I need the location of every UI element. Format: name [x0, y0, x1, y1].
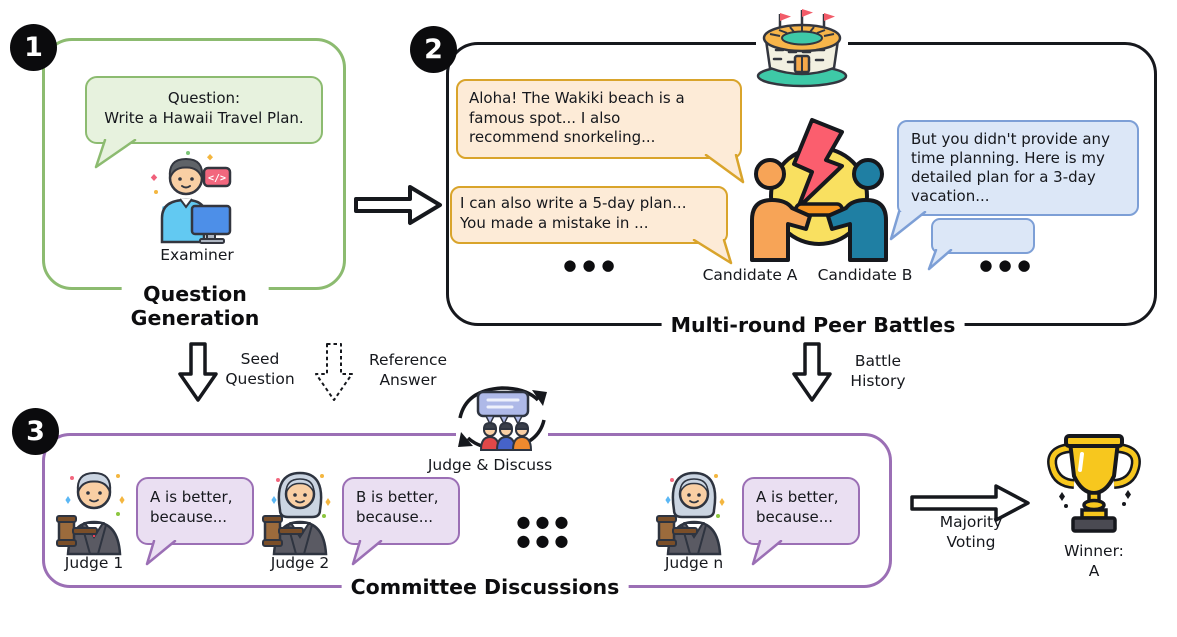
examiner-label: Examiner [160, 246, 234, 264]
judge-1-bubble-text: A is better, because... [150, 488, 233, 526]
battle-history-label: Battle History [850, 352, 906, 391]
examiner-icon: </> [150, 151, 232, 244]
candidate-b-empty-bubble [927, 218, 1035, 271]
stage3-badge: 3 [12, 408, 59, 455]
judge-1-icon [56, 471, 125, 556]
seed-question-arrow [178, 342, 218, 402]
judge-n-label: Judge n [664, 554, 724, 572]
judge-2-bubble-text: B is better, because... [356, 488, 439, 526]
majority-voting-arrow [910, 484, 1030, 522]
bubble-tail [704, 154, 745, 184]
stage2-title: Multi-round Peer Battles [661, 312, 965, 339]
battle-ellipsis-left: ●●● [563, 256, 621, 274]
svg-text:</>: </> [208, 173, 226, 184]
reference-answer-arrow [315, 343, 353, 401]
judge-discuss-label: Judge & Discuss [427, 456, 553, 474]
judge-2-icon [262, 471, 331, 556]
judge-discuss-icon [456, 386, 548, 451]
candidate-a-bubble-1-text: Aloha! The Wakiki beach is a famous spot… [469, 89, 685, 146]
examiner-question-bubble: Question: Write a Hawaii Travel Plan. [85, 76, 323, 169]
battle-ellipsis-right: ●●● [979, 256, 1037, 274]
judge-2-bubble: B is better, because... [342, 477, 460, 566]
judge-n-icon [656, 471, 725, 556]
judge-2-label: Judge 2 [270, 554, 330, 572]
candidate-b-bubble: But you didn't provide any time planning… [889, 120, 1139, 241]
bubble-tail [751, 540, 783, 566]
reference-answer-label: Reference Answer [368, 351, 448, 390]
majority-voting-label: Majority Voting [939, 513, 1003, 552]
judges-ellipsis: ●●● ●●● [516, 512, 574, 550]
stage3-title: Committee Discussions [341, 574, 629, 601]
judge-1-label: Judge 1 [64, 554, 124, 572]
bubble-tail [351, 540, 383, 566]
candidate-a-bubble-2-text: I can also write a 5-day plan... You mad… [460, 194, 687, 232]
battle-icon [750, 118, 888, 262]
bubble-tail [692, 239, 733, 265]
candidate-a-label: Candidate A [702, 266, 798, 284]
candidate-a-bubble-2: I can also write a 5-day plan... You mad… [450, 186, 733, 265]
battle-history-arrow [792, 342, 832, 402]
winner-label: Winner: A [1064, 542, 1124, 581]
seed-question-label: Seed Question [225, 350, 295, 389]
stage1-title: Question Generation [121, 281, 269, 332]
stadium-icon [756, 9, 848, 88]
judge-n-bubble: A is better, because... [742, 477, 860, 566]
stage2-badge: 2 [410, 26, 457, 73]
judge-n-bubble-text: A is better, because... [756, 488, 839, 526]
candidate-a-bubble-1: Aloha! The Wakiki beach is a famous spot… [456, 79, 745, 184]
stage1-badge: 1 [10, 24, 57, 71]
trophy-icon [1047, 434, 1141, 533]
examiner-question-text: Question: Write a Hawaii Travel Plan. [104, 89, 304, 127]
judge-1-bubble: A is better, because... [136, 477, 254, 566]
candidate-b-bubble-text: But you didn't provide any time planning… [911, 130, 1110, 205]
bubble-tail [94, 139, 137, 169]
bubble-tail [927, 249, 953, 271]
candidate-b-label: Candidate B [817, 266, 913, 284]
bubble-tail [889, 211, 927, 241]
arrow-stage1-to-stage2 [354, 185, 442, 225]
bubble-tail [145, 540, 177, 566]
